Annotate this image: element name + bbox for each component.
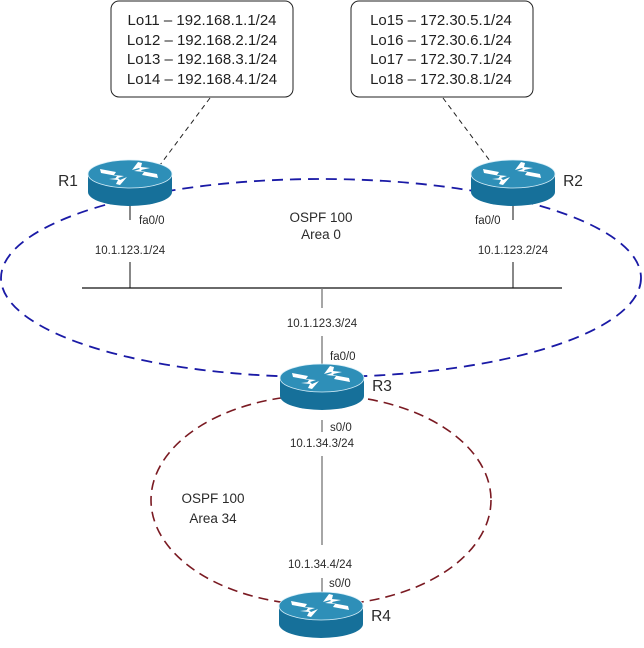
r1-interface-label: fa0/0 <box>139 215 165 227</box>
r2-loopback-leader <box>442 97 494 166</box>
area-0-process-label: OSPF 100 <box>289 210 352 225</box>
r4-serial-ip-label: 10.1.34.4/24 <box>288 559 353 571</box>
r2-interface-label: fa0/0 <box>475 215 501 227</box>
loopback-line: Lo12 – 192.168.2.1/24 <box>127 32 277 49</box>
router-icon <box>87 159 173 207</box>
area-0-label: Area 0 <box>301 227 341 242</box>
loopback-line: Lo17 – 172.30.7.1/24 <box>370 51 512 68</box>
r1-loopback-leader <box>159 97 211 166</box>
r2-loopback-box: Lo15 – 172.30.5.1/24 Lo16 – 172.30.6.1/2… <box>350 0 534 98</box>
router-label: R2 <box>563 173 583 190</box>
r4-serial-interface-label: s0/0 <box>329 578 351 590</box>
r1-ip-label: 10.1.123.1/24 <box>95 245 166 257</box>
loopback-line: Lo14 – 192.168.4.1/24 <box>127 71 277 88</box>
r1-loopback-box: Lo11 – 192.168.1.1/24 Lo12 – 192.168.2.1… <box>110 0 294 98</box>
r2-ip-label: 10.1.123.2/24 <box>478 245 549 257</box>
area-34-label: Area 34 <box>189 511 237 526</box>
router-label: R3 <box>372 378 392 395</box>
router-label: R4 <box>371 608 391 625</box>
router-r3[interactable]: R3 <box>279 363 392 411</box>
router-r4[interactable]: R4 <box>278 591 391 639</box>
loopback-line: Lo18 – 172.30.8.1/24 <box>370 71 512 88</box>
router-icon <box>470 159 556 207</box>
loopback-line: Lo11 – 192.168.1.1/24 <box>127 12 276 29</box>
loopback-line: Lo15 – 172.30.5.1/24 <box>370 12 512 29</box>
r3-serial-ip-label: 10.1.34.3/24 <box>290 438 355 450</box>
router-r2[interactable]: R2 <box>470 159 583 207</box>
area-34-process-label: OSPF 100 <box>181 491 244 506</box>
r3-fa-interface-label: fa0/0 <box>330 351 356 363</box>
router-icon <box>279 363 365 411</box>
router-label: R1 <box>58 173 78 190</box>
loopback-line: Lo16 – 172.30.6.1/24 <box>370 32 512 49</box>
area-0-boundary <box>0 178 642 378</box>
router-icon <box>278 591 364 639</box>
r3-serial-interface-label: s0/0 <box>330 422 352 434</box>
r3-fa-ip-label: 10.1.123.3/24 <box>287 318 358 330</box>
router-r1[interactable]: R1 <box>58 159 173 207</box>
loopback-line: Lo13 – 192.168.3.1/24 <box>127 51 277 68</box>
